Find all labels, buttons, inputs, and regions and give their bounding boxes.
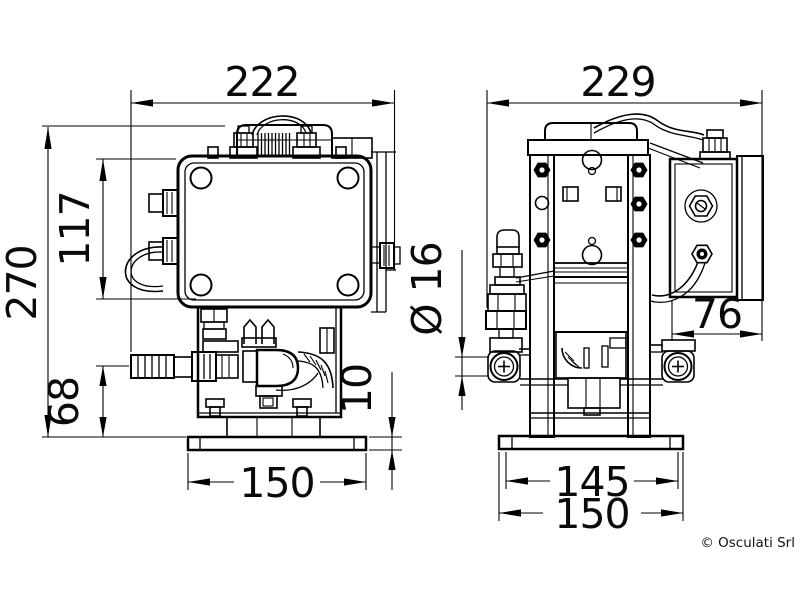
motor-cable-upper [593,113,705,136]
dim-label-150-front: 150 [239,459,314,507]
inlet-port [487,350,521,383]
base-plate [186,416,368,452]
dim-label-222: 222 [224,58,299,106]
dim-side-port-diameter: Ø 16 [403,242,489,410]
cable-loop [124,246,164,293]
motor-cable [251,115,312,136]
dim-label-68: 68 [40,377,88,427]
copyright-text: © Osculati Srl [700,535,795,551]
dim-side-hole-spacing: 145 [505,452,679,506]
corner-screw-icon [189,166,213,190]
corner-screw-icon [336,273,360,297]
dim-label-145: 145 [554,458,629,506]
dim-side-overall-width: 229 [486,58,763,341]
bolt-icon [292,398,312,408]
dim-front-overall-width: 222 [130,58,396,352]
curved-pipe [275,351,334,391]
hose-barb-fitting [130,351,239,382]
dim-front-overall-height: 270 [0,125,225,438]
dim-label-117: 117 [51,191,99,266]
base-plate-side [497,434,685,451]
dim-label-150-side: 150 [554,490,629,538]
side-view-drawing [485,113,764,451]
dim-front-box-height: 117 [51,158,196,300]
corner-screw-icon [336,166,360,190]
dim-front-base-width: 150 [187,453,367,507]
dim-label-10: 10 [333,364,381,414]
dim-label-port-diameter: Ø 16 [403,242,451,335]
mounting-bracket [529,149,651,438]
front-view-drawing [124,115,401,452]
motor-cable-lower [651,261,699,297]
corner-screw-icon [189,273,213,297]
dim-side-motor-depth: 76 [671,290,762,341]
check-valve-fitting [485,229,555,353]
control-box [176,154,373,309]
pump-head [519,262,663,419]
dim-front-outlet-height: 68 [40,365,129,437]
outlet-port [661,339,696,383]
dim-label-229: 229 [580,58,655,106]
cable-glands [124,189,179,293]
cooling-fins [257,133,291,157]
dim-front-base-thickness: 10 [333,364,402,490]
dim-label-270: 270 [0,245,46,320]
bolt-icon [205,398,225,408]
dim-side-base-width: 150 [498,452,684,538]
dim-label-76: 76 [692,290,742,338]
pump-body [196,307,343,419]
hex-bolt-icon [533,162,648,248]
motor-icon [207,115,373,159]
motor-side [593,113,764,303]
